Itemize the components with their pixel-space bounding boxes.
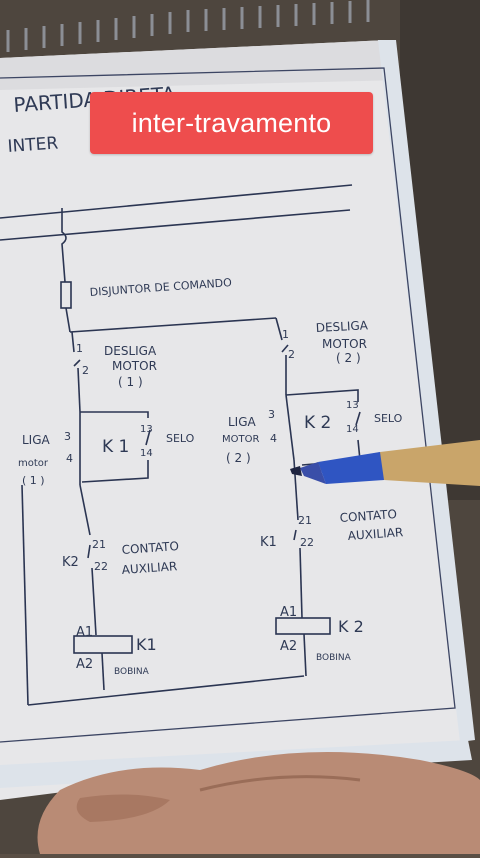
coil2-a1: A1	[280, 605, 297, 620]
node-22-right: 22	[300, 536, 314, 549]
node-3-right: 3	[268, 408, 275, 421]
label-k2-selo: K 2	[304, 413, 331, 433]
coil1-a2: A2	[76, 657, 93, 672]
label-liga2-num: ( 2 )	[226, 451, 251, 465]
node-14-right: 14	[346, 424, 359, 435]
node-22: 22	[94, 560, 108, 573]
node-4: 4	[66, 452, 73, 465]
label-liga2-motor: MOTOR	[222, 434, 259, 445]
node-1-right: 1	[282, 328, 289, 341]
label-bobina2: BOBINA	[316, 653, 352, 663]
label-desliga1-num: ( 1 )	[118, 375, 143, 389]
label-selo1: SELO	[166, 432, 195, 445]
label-k1-aux: K1	[260, 535, 277, 550]
label-desliga2: DESLIGA	[315, 318, 369, 335]
node-1: 1	[76, 342, 83, 355]
label-coil-k2: K 2	[338, 617, 364, 636]
node-13-right: 13	[346, 400, 359, 411]
label-desliga1: DESLIGA	[104, 344, 157, 358]
label-coil-k1: K1	[136, 635, 157, 654]
label-bobina1: BOBINA	[114, 667, 150, 677]
title-line-2: INTER	[7, 133, 59, 156]
label-selo2: SELO	[374, 412, 403, 425]
node-13: 13	[140, 424, 153, 435]
label-liga1: LIGA	[22, 433, 51, 447]
label-liga1-num: ( 1 )	[22, 474, 45, 487]
label-motor2: MOTOR	[322, 337, 367, 351]
node-21: 21	[92, 538, 106, 551]
coil1-a1: A1	[76, 625, 93, 640]
label-desliga2-num: ( 2 )	[336, 351, 361, 365]
node-3: 3	[64, 430, 71, 443]
label-liga1-motor: motor	[18, 458, 49, 469]
label-liga2: LIGA	[228, 415, 257, 429]
node-2: 2	[82, 364, 89, 377]
label-k1-selo: K 1	[102, 437, 129, 457]
coil2-a2: A2	[280, 639, 297, 654]
node-14: 14	[140, 448, 153, 459]
label-k2-aux: K2	[62, 555, 79, 570]
node-4-right: 4	[270, 432, 277, 445]
node-21-right: 21	[298, 514, 312, 527]
caption-banner: inter-travamento	[90, 92, 373, 154]
label-motor1: MOTOR	[112, 359, 157, 373]
node-2-right: 2	[288, 348, 295, 361]
